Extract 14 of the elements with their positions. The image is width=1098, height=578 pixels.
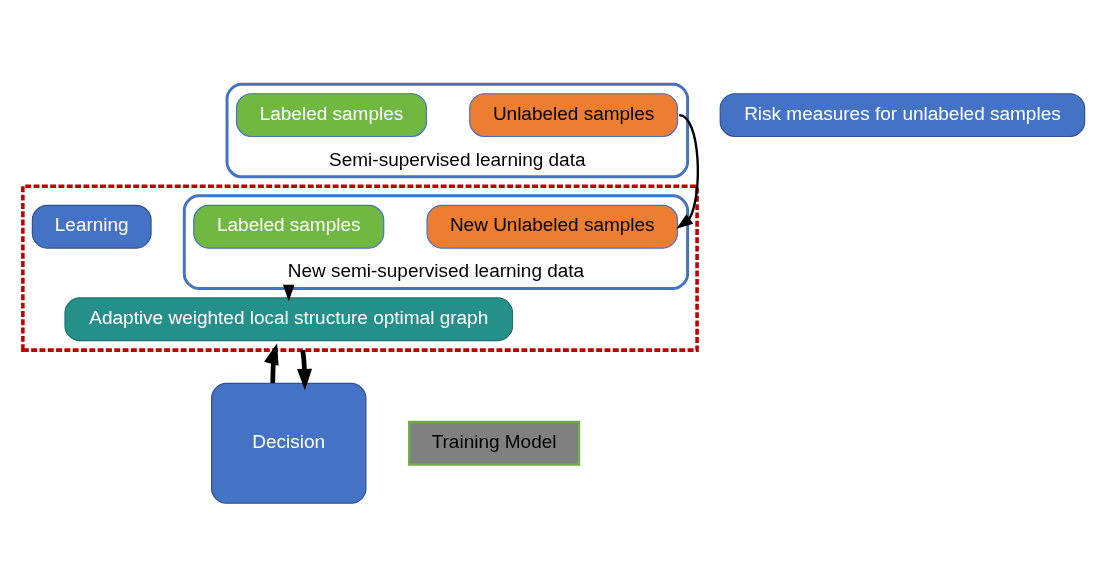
node-box: Labeled samples <box>193 204 385 249</box>
arrow <box>676 114 700 229</box>
node-box: Adaptive weighted local structure optimal graph <box>64 297 514 342</box>
arrow <box>282 284 295 302</box>
node-box: Risk measures for unlabeled samples <box>719 93 1086 138</box>
cluster <box>21 184 699 352</box>
node-box: New Unlabeled samples <box>426 204 679 249</box>
arrow <box>264 343 279 384</box>
node-box: Decision <box>211 382 367 504</box>
node-box: Learning <box>31 204 152 249</box>
node-box: Unlabeled samples <box>469 93 679 138</box>
node-box: Labeled samples <box>235 93 428 138</box>
arrow <box>297 349 313 391</box>
node-box: Training Model <box>408 420 581 466</box>
